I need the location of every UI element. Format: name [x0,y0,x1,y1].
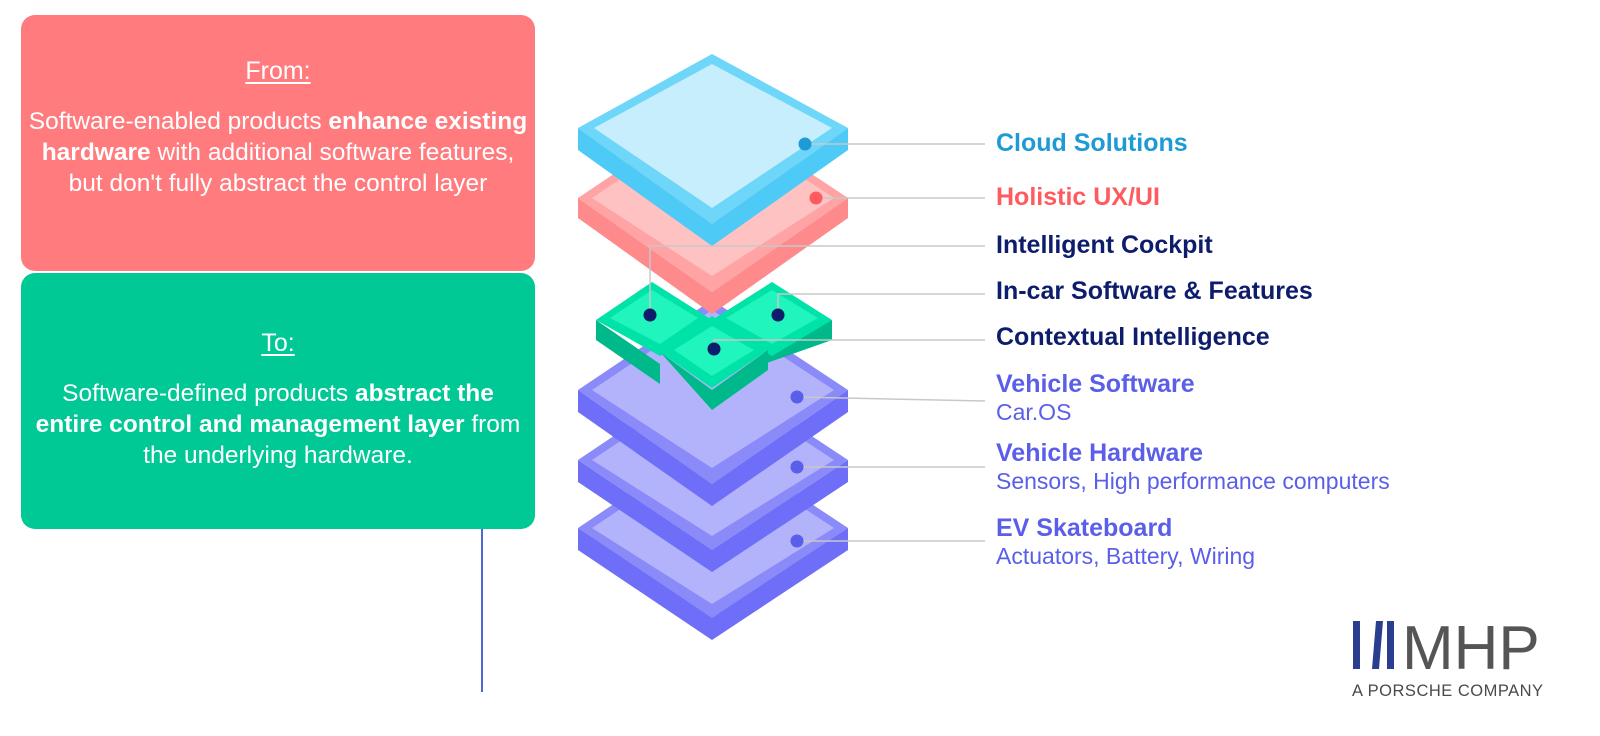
to-bold-1: abstract the entire control and manageme… [35,380,494,438]
vehicle-hardware-dot [790,460,804,474]
label-title: Holistic UX/UI [996,183,1160,211]
label-title: Intelligent Cockpit [996,231,1213,259]
label-intelligent-cockpit: Intelligent Cockpit [996,230,1213,260]
from-card: From: Software-enabled products enhance … [21,15,535,271]
label-title: Contextual Intelligence [996,323,1270,351]
label-subtitle: Car.OS [996,399,1072,425]
from-bold-1: enhance existing hardware [41,108,528,166]
label-holistic-ux-ui: Holistic UX/UI [996,182,1160,212]
from-heading: From: [245,57,311,85]
label-subtitle: Sensors, High performance computers [996,468,1390,494]
label-cloud-solutions: Cloud Solutions [996,128,1188,158]
connector-lines [649,143,986,542]
label-title: EV Skateboard [996,514,1173,542]
label-subtitle: Actuators, Battery, Wiring [996,543,1256,569]
from-description: Software-enabled products enhance existi… [27,106,529,199]
logo-tagline: A PORSCHE COMPANY [1352,682,1544,700]
to-text-2: from the underlying hardware. [143,411,521,469]
holistic-ux-dot [809,191,823,205]
to-card: To: Software-defined products abstract t… [21,273,535,529]
vehicle-software-dot [790,390,804,404]
label-title: In-car Software & Features [996,277,1313,305]
label-title: Vehicle Software [996,370,1195,398]
contextual-intelligence-dot [707,342,721,356]
cloud-solutions-dot [798,137,812,151]
mhp-logo-mark: MHP [1353,614,1540,683]
label-vehicle-software: Vehicle Software Car.OS [996,369,1195,425]
label-title: Cloud Solutions [996,129,1188,157]
ev-skateboard-dot [790,534,804,548]
label-ev-skateboard: EV Skateboard Actuators, Battery, Wiring [996,513,1255,569]
to-description: Software-defined products abstract the e… [27,378,529,471]
mhp-logo: MHP A PORSCHE COMPANY [1350,614,1560,700]
from-text-2: with additional software features, but d… [68,139,515,197]
label-in-car-software: In-car Software & Features [996,276,1313,306]
from-text-1: Software-enabled products [28,108,329,135]
label-title: Vehicle Hardware [996,439,1204,467]
to-text-1: Software-defined products [62,380,355,407]
label-vehicle-hardware: Vehicle Hardware Sensors, High performan… [996,438,1390,494]
cloud-solutions-layer [578,54,848,246]
logo-brand: MHP [1402,618,1540,678]
label-contextual-intelligence: Contextual Intelligence [996,322,1270,352]
vertical-connector-line [481,529,483,692]
to-heading: To: [261,329,295,357]
in-car-software-dot [771,308,785,322]
intelligent-cockpit-dot [643,308,657,322]
